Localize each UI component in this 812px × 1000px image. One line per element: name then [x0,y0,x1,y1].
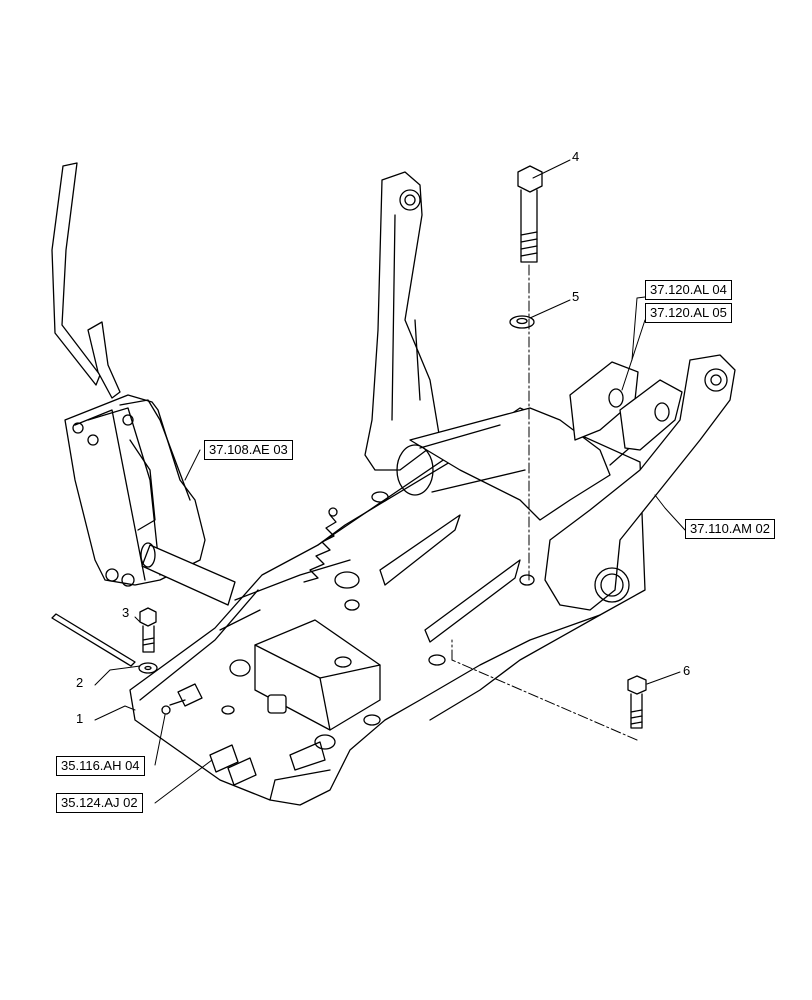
callout-1: 1 [76,711,84,726]
bolt-part-3 [139,607,157,653]
washer-part-5 [509,315,535,329]
left-lift-arm [364,171,441,471]
callout-2: 2 [76,675,84,690]
callout-6: 6 [683,663,691,678]
ref-37-108-ae-03[interactable]: 37.108.AE 03 [204,440,293,460]
washer-part-2 [138,662,158,674]
callout-3: 3 [122,605,130,620]
ref-35-124-aj-02[interactable]: 35.124.AJ 02 [56,793,143,813]
lever-arm [51,162,121,399]
callout-4: 4 [572,149,580,164]
right-brackets [569,361,683,451]
right-lift-arm [544,354,736,611]
ribs [379,514,521,643]
fittings [161,683,336,786]
bolt-part-6 [627,675,647,729]
shim-strip [51,613,136,667]
centre-lines [451,264,638,741]
ref-35-116-ah-04[interactable]: 35.116.AH 04 [56,756,145,776]
rocker-cylinder [396,407,611,521]
callout-5: 5 [572,289,580,304]
mounting-holes [221,491,535,726]
cross-shaft [140,542,236,606]
bolt-part-4 [517,165,543,263]
ref-37-110-am-02[interactable]: 37.110.AM 02 [685,519,775,539]
leader-lines [94,159,686,804]
housing-body [129,407,646,806]
spring [303,507,338,583]
ref-37-120-al-04[interactable]: 37.120.AL 04 [645,280,732,300]
control-plate [64,394,206,587]
ref-37-120-al-05[interactable]: 37.120.AL 05 [645,303,732,323]
